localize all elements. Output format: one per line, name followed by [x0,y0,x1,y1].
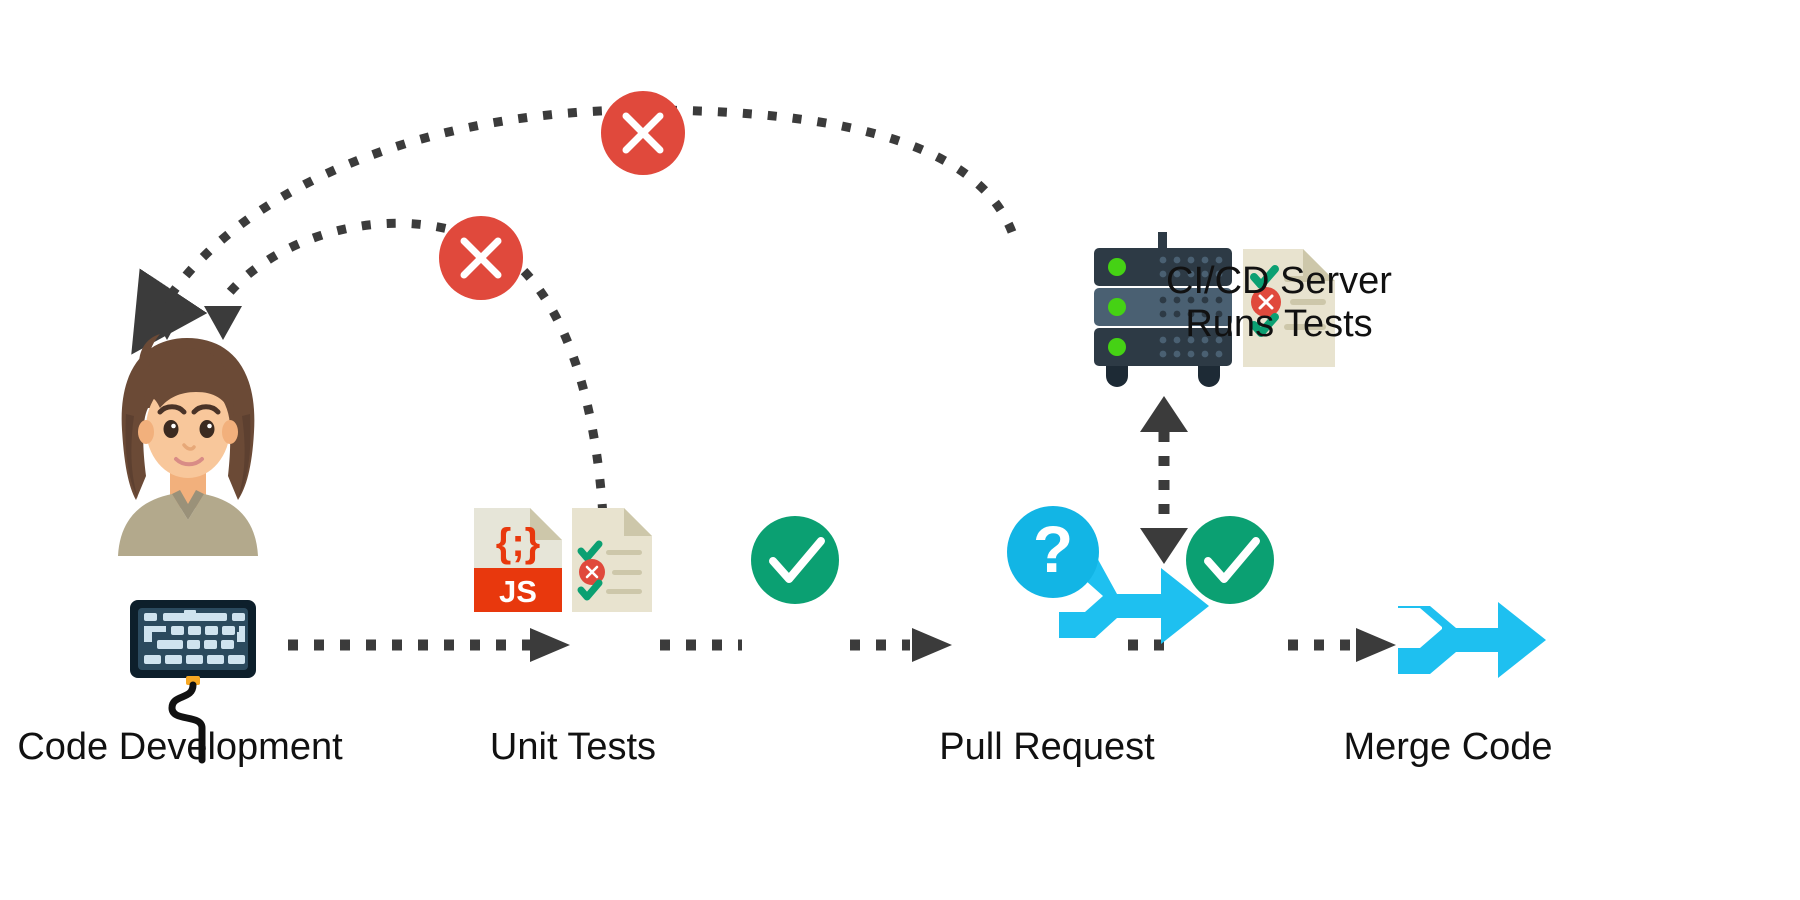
connector-pr-to-server [1140,396,1188,564]
stage-label-unit-tests: Unit Tests [489,726,657,768]
stage-label-pull-request: Pull Request [939,726,1155,768]
js-file-label-glyph: JS [499,574,537,609]
keyboard-icon [130,600,256,764]
checklist-document-icon [572,508,652,612]
merge-arrow-icon [1398,602,1546,678]
pull-request-icon: ? [1007,506,1209,644]
stage-label-code-development: Code Development [17,726,343,768]
annotation-cicd-server: CI/CD Server Runs Tests [1099,260,1459,345]
connector-pass-to-pull-request [850,628,952,662]
annotation-cicd-server-line2: Runs Tests [1185,302,1373,345]
connector-tests-fail-feedback [204,218,609,539]
server-rack-icon [1094,232,1232,387]
stage-label-merge-code: Merge Code [1343,726,1553,768]
question-mark-badge-icon [1007,506,1099,598]
connector-server-fail-feedback [131,105,1017,355]
js-file-braces-glyph: {;} [496,521,540,565]
status-badge-fail-marker-inner [439,216,523,300]
connector-pass-review-to-merge [1288,628,1396,662]
annotation-cicd-server-line1: CI/CD Server [1166,260,1392,302]
connector-code-to-tests [288,628,570,662]
status-badge-pass-marker-review [1186,516,1274,604]
js-file-icon: {;} JS [474,508,562,612]
question-mark-glyph: ? [1033,512,1073,586]
status-badge-fail-marker-outer [601,91,685,175]
status-badge-pass-marker-tests [751,516,839,604]
developer-avatar-icon [118,334,258,556]
test-report-document-icon [1243,249,1335,367]
